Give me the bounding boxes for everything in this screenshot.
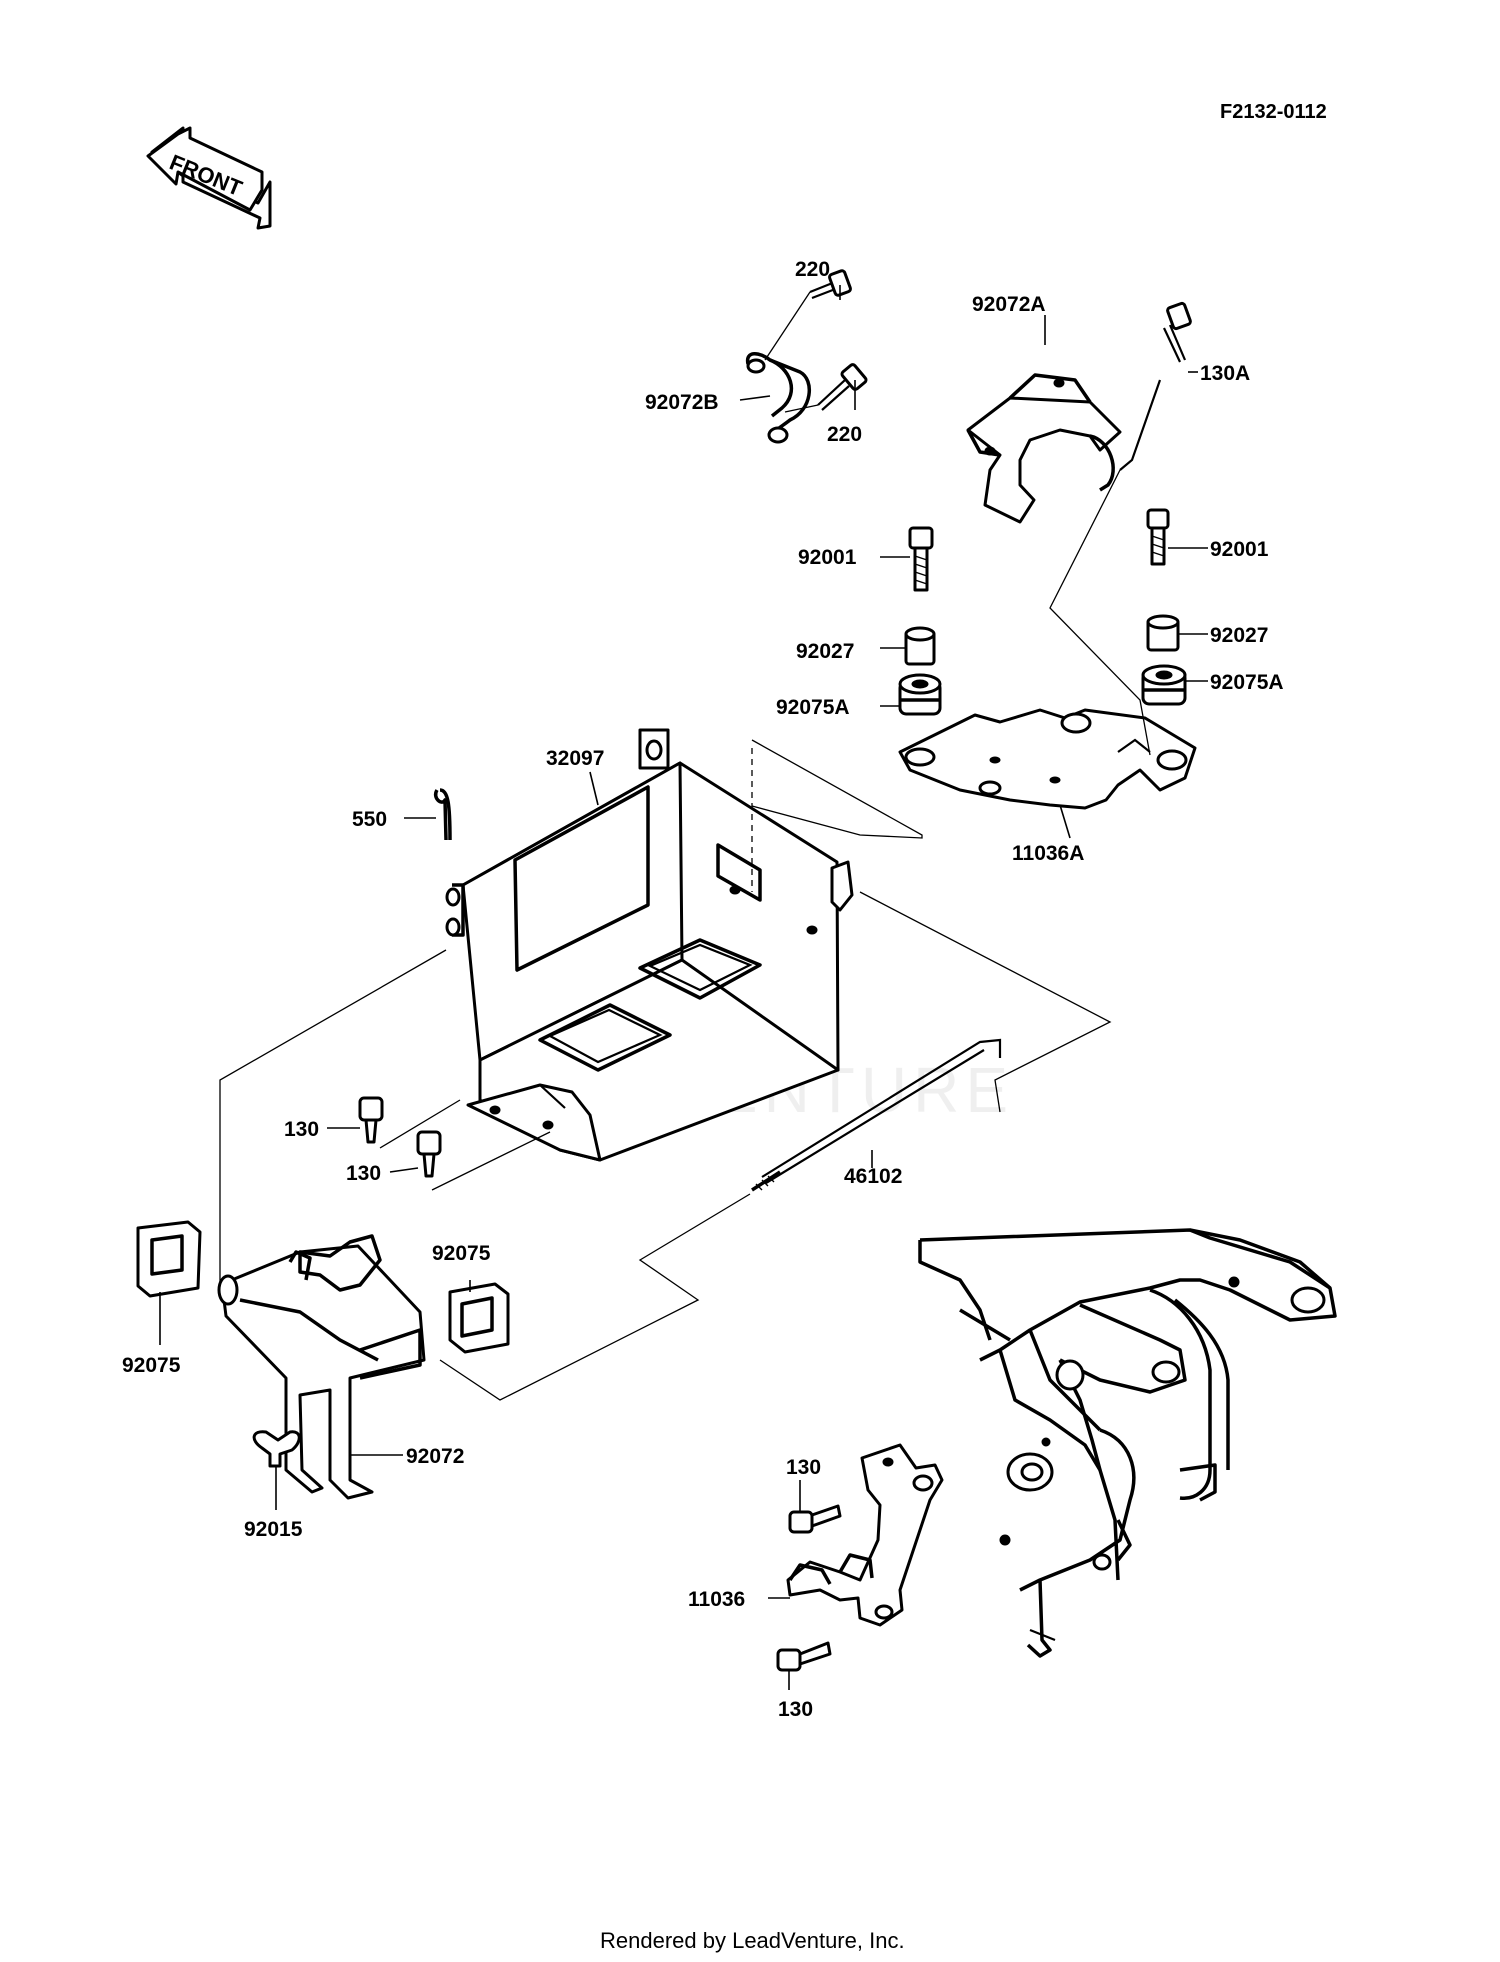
callout-92027-left: 92027: [796, 640, 854, 663]
bolt-220-upper: [809, 269, 852, 300]
callout-130-a: 130: [284, 1118, 319, 1141]
leader-lines: [159, 285, 1208, 1690]
callout-92075a-right: 92075A: [1210, 671, 1284, 694]
collar-92027-right: [1146, 614, 1180, 652]
callout-130-b: 130: [346, 1162, 381, 1185]
callout-550: 550: [352, 808, 387, 831]
callout-130a: 130A: [1200, 362, 1250, 385]
callout-220-lower: 220: [827, 423, 862, 446]
bolt-130-a: [358, 1096, 384, 1144]
assembly-guide-lines: [219, 291, 1151, 1401]
callout-11036a: 11036A: [1012, 842, 1084, 865]
bolt-92001-right: [1146, 508, 1170, 566]
collar-92027-left: [904, 626, 936, 666]
bracket-92072b: [745, 352, 811, 444]
callout-32097: 32097: [546, 747, 604, 770]
callout-92001-left: 92001: [798, 546, 857, 569]
callout-92027-right: 92027: [1210, 624, 1268, 647]
callout-92072b: 92072B: [645, 391, 719, 414]
figure-code: F2132-0112: [1220, 101, 1327, 123]
wing-nut-92015: [252, 1430, 301, 1468]
bolt-92001-left: [908, 526, 934, 592]
bolt-130-d: [776, 1641, 832, 1672]
frame-section: [918, 1228, 1337, 1658]
callout-92075-left: 92075: [122, 1354, 181, 1377]
cotter-pin-550: [433, 788, 452, 841]
bolt-130-c: [788, 1504, 842, 1534]
callout-11036: 11036: [688, 1588, 745, 1611]
footer-credit: Rendered by LeadVenture, Inc.: [600, 1928, 905, 1953]
clamp-92072a: [966, 373, 1122, 524]
damper-92075a-right: [1141, 664, 1187, 706]
bolt-130-b: [416, 1130, 442, 1178]
callout-130-d: 130: [778, 1698, 813, 1721]
bolt-220-lower: [817, 363, 868, 411]
hold-down-92072: [217, 1234, 426, 1500]
bracket-11036a: [898, 708, 1197, 810]
bolt-130a: [1119, 301, 1192, 471]
callout-130-c: 130: [786, 1456, 821, 1479]
callout-92001-right: 92001: [1210, 538, 1269, 561]
damper-92075a-left: [898, 673, 942, 716]
battery-case-32097: [445, 728, 854, 1162]
callout-92072: 92072: [406, 1445, 464, 1468]
rubber-block-92075-left: [136, 1220, 202, 1298]
callout-46102: 46102: [844, 1165, 902, 1188]
callout-92072a: 92072A: [972, 293, 1046, 316]
front-arrow-icon: FRONT: [146, 126, 272, 230]
rod-46102: [751, 1038, 1002, 1192]
bracket-11036: [786, 1443, 944, 1627]
callout-92075-right: 92075: [432, 1242, 491, 1265]
rubber-block-92075-right: [448, 1282, 510, 1354]
callout-92015: 92015: [244, 1518, 303, 1541]
callout-220-upper: 220: [795, 258, 830, 281]
callout-92075a-left: 92075A: [776, 696, 850, 719]
